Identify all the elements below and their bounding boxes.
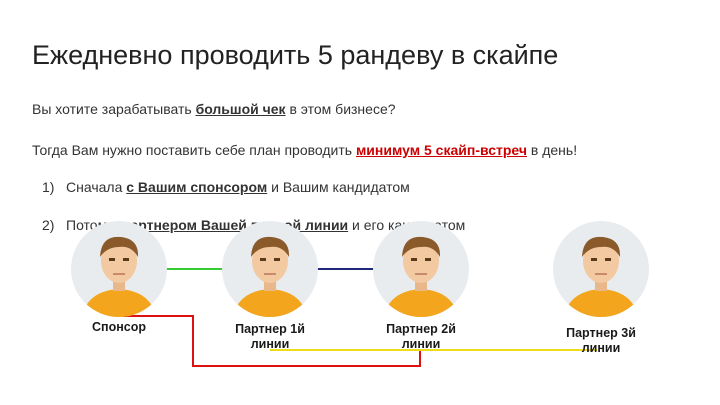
intro-question-text: Вы хотите зарабатывать xyxy=(32,101,196,117)
sponsor-label: Спонсор xyxy=(92,320,146,334)
partner-3-avatar xyxy=(553,221,649,317)
list-item-text: Сначала xyxy=(66,179,127,195)
plan-statement: Тогда Вам нужно поставить себе план пров… xyxy=(32,142,577,158)
plan-statement-text: Тогда Вам нужно поставить себе план пров… xyxy=(32,142,356,158)
plan-statement-text-end: в день! xyxy=(527,142,578,158)
list-item-emphasis: с Вашим спонсором xyxy=(126,179,268,195)
partner-1-label: Партнер 1й линии xyxy=(235,322,305,351)
red-connector xyxy=(119,315,421,367)
partner-2-label: Партнер 2й линии xyxy=(386,322,456,351)
list-number: 1) xyxy=(42,179,55,195)
slide-title: Ежедневно проводить 5 рандеву в скайпе xyxy=(32,40,559,70)
intro-question-text-end: в этом бизнесе? xyxy=(285,101,396,117)
partner-2-avatar xyxy=(373,221,469,317)
partner-3-label: Партнер 3й линии xyxy=(566,326,636,355)
list-item-first: 1) Сначала с Вашим спонсором и Вашим канд… xyxy=(42,179,410,195)
sponsor-avatar xyxy=(71,221,167,317)
intro-question-emphasis: большой чек xyxy=(195,101,286,117)
plan-statement-emphasis: минимум 5 скайп-встреч xyxy=(355,142,527,158)
partner-1-avatar xyxy=(222,221,318,317)
list-item-text-end: и Вашим кандидатом xyxy=(267,179,410,195)
intro-question: Вы хотите зарабатывать большой чек в это… xyxy=(32,101,396,117)
list-number: 2) xyxy=(42,217,55,233)
